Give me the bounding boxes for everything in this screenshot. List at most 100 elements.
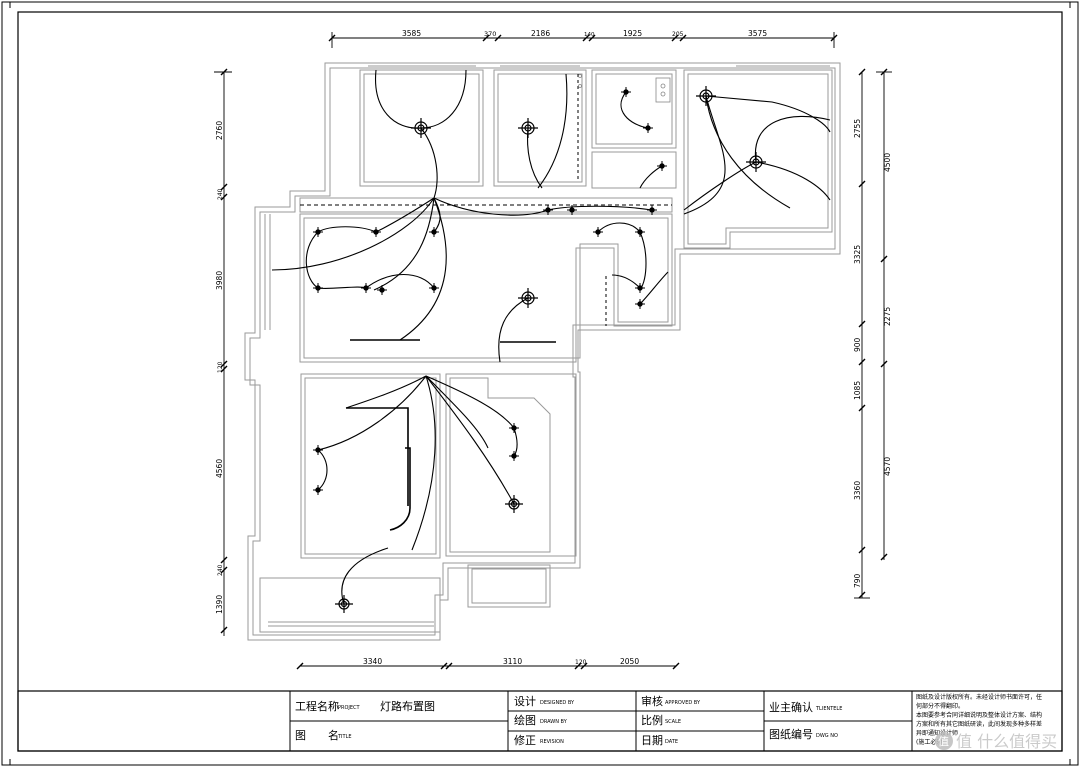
dim-top-3: 2186 — [531, 29, 550, 38]
dim-right-inner-3: 900 — [853, 337, 862, 352]
downlight-icon — [635, 283, 645, 293]
downlight-icon — [647, 205, 657, 215]
downlights — [313, 87, 667, 495]
dim-left-3: 3980 — [215, 271, 224, 290]
watermark: 值 值 什么值得买 — [935, 732, 1057, 751]
note-line-6: (施工必须 — [916, 738, 942, 746]
title-label: 图 名 — [295, 728, 339, 742]
corner-ticks — [9, 2, 1071, 765]
dim-right-outer-1: 4500 — [883, 153, 892, 172]
dim-right-inner-1: 2755 — [853, 119, 862, 138]
note-line-1: 图纸及设计版权所有。未经设计师书面许可，任 — [916, 693, 1042, 701]
revision-label: 修正 — [514, 733, 536, 747]
dim-top-1: 3585 — [402, 29, 421, 38]
drawn-label: 绘图 — [514, 713, 536, 727]
walls — [244, 62, 841, 641]
downlight-icon — [377, 285, 387, 295]
wiring-arcs — [271, 69, 831, 605]
watermark-text: 值 什么值得买 — [956, 732, 1057, 751]
dim-top-7: 3575 — [748, 29, 767, 38]
ceiling-light-icon — [505, 495, 523, 513]
dim-right-inner-6: 790 — [853, 573, 862, 588]
dim-right-outer-3: 4570 — [883, 457, 892, 476]
downlight-icon — [429, 283, 439, 293]
title-block — [17, 690, 1063, 752]
scale-label: 比例 — [641, 713, 663, 727]
client-label: 业主确认 — [769, 701, 813, 714]
date-label: 日期 — [641, 734, 663, 747]
ceiling-light-icon — [696, 86, 716, 106]
designed-label: 设计 — [514, 695, 536, 708]
drawn-label-en: DRAWN BY — [540, 719, 568, 725]
downlight-icon — [567, 205, 577, 215]
watermark-badge: 值 — [938, 735, 949, 748]
note-line-5: 异即通知设计师 — [916, 729, 958, 737]
sheet-border-inner — [17, 11, 1063, 752]
ceiling-light-icon — [518, 288, 538, 308]
dimension-texts: 3585 370 2186 140 1925 205 3575 3340 311… — [215, 29, 892, 666]
dim-left-1: 2760 — [215, 121, 224, 140]
dwg-label-en: DWG NO — [816, 733, 838, 739]
dim-bottom-3: 120 — [575, 659, 587, 666]
dim-top-6: 205 — [672, 31, 684, 38]
dim-bottom-1: 3340 — [363, 657, 382, 666]
ceiling-light-icon — [411, 118, 431, 138]
dim-bottom-2: 3110 — [503, 657, 522, 666]
ceiling-lights — [335, 86, 766, 613]
ceiling-light-icon — [518, 118, 538, 138]
note-line-4: 方案和所有其它图纸研读，此间发现多种多样差 — [916, 720, 1042, 728]
watermark-badge-icon — [935, 732, 953, 750]
downlight-icon — [509, 423, 519, 433]
client-label-en: TLIENTELE — [815, 706, 842, 712]
dim-right-inner-2: 3325 — [853, 245, 862, 264]
downlight-icon — [313, 445, 323, 455]
downlight-icon — [657, 161, 667, 171]
downlight-icon — [313, 227, 323, 237]
date-label-en: DATE — [665, 739, 678, 745]
dim-bottom-4: 2050 — [620, 657, 639, 666]
downlight-icon — [313, 485, 323, 495]
scale-label-en: SCALE — [665, 719, 681, 725]
dim-right-inner-4: 1085 — [853, 381, 862, 400]
designed-label-en: DESIGNED BY — [540, 700, 575, 706]
downlight-icon — [509, 451, 519, 461]
fixture-lines — [346, 339, 556, 531]
project-label: 工程名称 — [295, 699, 339, 713]
project-label-en: PROJECT — [338, 705, 361, 711]
approved-label: 审核 — [641, 694, 663, 708]
title-label-en: TITLE — [337, 734, 352, 740]
dim-right-outer-2: 2275 — [883, 307, 892, 326]
approved-label-en: APPROVED BY — [665, 700, 701, 706]
dim-top-5: 1925 — [623, 29, 642, 38]
dim-left-2: 240 — [217, 188, 224, 200]
revision-label-en: REVISION — [540, 739, 564, 745]
dim-left-5: 4560 — [215, 459, 224, 478]
downlight-icon — [643, 123, 653, 133]
downlight-icon — [429, 227, 439, 237]
kitchen-appliances — [578, 74, 671, 103]
title-block-texts: 工程名称 PROJECT 灯路布置图 图 名 TITLE 设计 DESIGNED… — [295, 693, 1042, 747]
downlight-icon — [621, 87, 631, 97]
ceiling-light-icon — [746, 152, 766, 172]
project-name: 灯路布置图 — [380, 700, 435, 713]
dim-top-4: 140 — [584, 32, 595, 38]
dim-top-2: 370 — [484, 30, 496, 38]
dwg-label: 图纸编号 — [769, 727, 813, 741]
note-line-2: 何部分不得翻印。 — [916, 702, 964, 710]
downlight-icon — [593, 227, 603, 237]
downlight-icon — [635, 227, 645, 237]
downlight-icon — [635, 299, 645, 309]
dim-left-6: 240 — [217, 564, 224, 576]
downlight-icon — [543, 205, 553, 215]
downlight-icon — [361, 283, 371, 293]
note-line-3: 本图要参考合同详细说明及整体设计方案、结构 — [916, 711, 1042, 719]
dimension-lines — [214, 32, 892, 670]
dim-left-7: 1390 — [215, 595, 224, 614]
ceiling-light-icon — [335, 595, 353, 613]
downlight-icon — [313, 283, 323, 293]
dim-left-4: 120 — [217, 361, 224, 373]
downlight-icon — [371, 227, 381, 237]
dim-right-inner-5: 3360 — [853, 481, 862, 500]
